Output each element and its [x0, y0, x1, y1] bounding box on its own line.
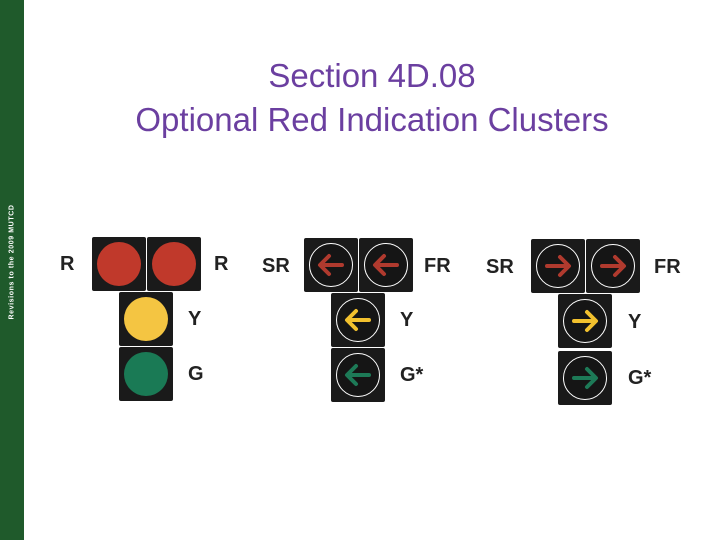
red-left-arrow-icon: [364, 243, 408, 287]
label-flashing-red: FR: [654, 256, 681, 278]
label-red-left: R: [60, 253, 75, 275]
green-right-arrow-icon: [563, 356, 607, 400]
yellow-left-arrow-icon: [336, 298, 380, 342]
signal-head-red-arrow-left-2: [359, 238, 413, 292]
label-red-right: R: [214, 253, 229, 275]
signal-head-red-arrow-right-1: [531, 239, 585, 293]
green-ball-icon: [124, 352, 168, 396]
green-left-arrow-icon: [336, 353, 380, 397]
signal-head-yellow-arrow-right: [558, 294, 612, 348]
signal-head-red-arrow-right-2: [586, 239, 640, 293]
signal-head-red-left: [92, 237, 146, 291]
label-yellow: Y: [628, 311, 642, 333]
slide-title-line2: Optional Red Indication Clusters: [135, 101, 609, 138]
label-green: G*: [628, 367, 652, 389]
sidebar-text: Revisions to the 2009 MUTCD: [8, 204, 16, 320]
signal-head-red-right: [147, 237, 201, 291]
label-steady-red: SR: [486, 256, 514, 278]
signal-head-green-arrow-left: [331, 348, 385, 402]
signal-head-yellow-arrow-left: [331, 293, 385, 347]
label-steady-red: SR: [262, 255, 290, 277]
red-ball-icon: [152, 242, 196, 286]
yellow-ball-icon: [124, 297, 168, 341]
yellow-right-arrow-icon: [563, 299, 607, 343]
red-right-arrow-icon: [591, 244, 635, 288]
red-right-arrow-icon: [536, 244, 580, 288]
label-yellow: Y: [188, 308, 202, 330]
signal-head-green: [119, 347, 173, 401]
red-left-arrow-icon: [309, 243, 353, 287]
label-green: G: [188, 363, 204, 385]
signal-head-yellow: [119, 292, 173, 346]
signal-head-green-arrow-right: [558, 351, 612, 405]
red-ball-icon: [97, 242, 141, 286]
label-yellow: Y: [400, 309, 414, 331]
sidebar: Revisions to the 2009 MUTCD: [0, 0, 24, 540]
label-green: G*: [400, 364, 424, 386]
slide-title-line1: Section 4D.08: [268, 57, 476, 94]
label-flashing-red: FR: [424, 255, 451, 277]
signal-head-red-arrow-left-1: [304, 238, 358, 292]
